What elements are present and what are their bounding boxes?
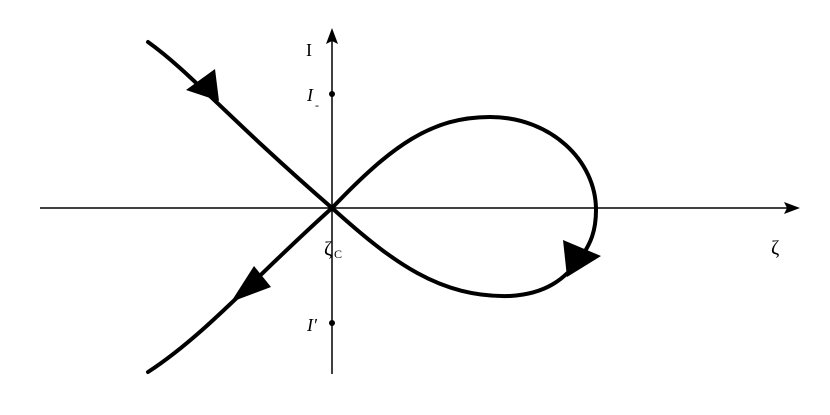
loop-direction-arrow	[563, 240, 601, 277]
i-prime-label: I′	[306, 315, 318, 335]
y-axis-arrowhead	[326, 28, 338, 44]
i-minus-label: I	[306, 85, 314, 105]
x-axis-label: ζ	[771, 237, 779, 259]
incoming-direction-arrow	[186, 69, 219, 101]
separatrix-incoming-branch	[146, 40, 334, 210]
homoclinic-loop-lower	[330, 206, 584, 299]
separatrix-outgoing-branch	[146, 206, 334, 374]
i-minus-point	[329, 91, 335, 97]
i-prime-point	[329, 320, 335, 326]
outgoing-direction-arrow	[231, 266, 271, 302]
y-axis-label: I	[306, 40, 312, 60]
x-axis-arrowhead	[784, 202, 800, 214]
i-minus-subscript: -	[315, 98, 319, 112]
zeta-c-label: ζ	[324, 238, 332, 260]
homoclinic-loop	[330, 114, 599, 258]
zeta-c-subscript: C	[334, 247, 342, 261]
